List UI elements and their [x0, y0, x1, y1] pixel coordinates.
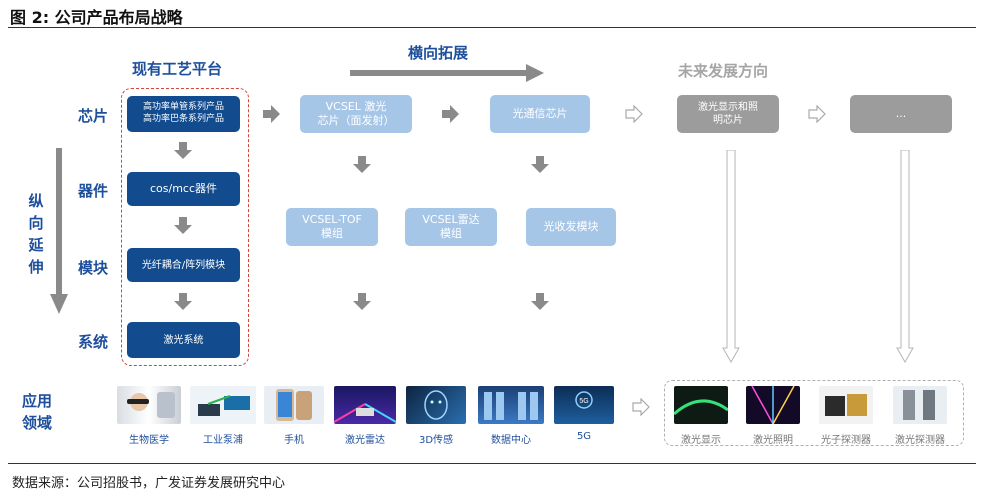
app-label-biomedical: 生物医学 — [129, 435, 169, 446]
right-arrow-icon — [442, 105, 459, 123]
app-label-5g: 5G — [576, 431, 592, 442]
future-app-label-lighting: 激光照明 — [753, 435, 793, 446]
long-down-arrow-outline-icon — [896, 150, 914, 364]
future-app-label-photon-detector: 光子探测器 — [821, 435, 871, 446]
right-arrow-icon — [263, 105, 280, 123]
down-arrow-icon — [531, 293, 549, 310]
app-label-data-center: 数据中心 — [491, 435, 531, 446]
vertical-extension-label: 纵向延伸 — [28, 192, 44, 276]
vcsel-chip-box: VCSEL 激光芯片（面发射） — [300, 95, 412, 133]
app-label-lidar: 激光雷达 — [345, 435, 385, 446]
figure-title: 图 2: 公司产品布局战略 — [10, 8, 183, 27]
future-direction-header: 未来发展方向 — [678, 62, 769, 80]
horizontal-expansion-header: 横向拓展 — [408, 44, 469, 62]
optical-chip-box: 光通信芯片 — [490, 95, 590, 133]
top-rule — [8, 27, 976, 28]
right-arrow-outline-icon — [632, 398, 650, 416]
down-arrow-icon — [353, 156, 371, 173]
laser-lighting-image — [746, 386, 800, 424]
down-arrow-icon — [174, 142, 192, 159]
future-app-label-laser-detector: 激光探测器 — [895, 435, 945, 446]
app-label-3d-sensing: 3D传感 — [418, 435, 454, 446]
row-label-chip: 芯片 — [78, 107, 109, 125]
5g-image: 5G — [554, 386, 614, 424]
row-label-system: 系统 — [78, 333, 109, 351]
phone-image — [264, 386, 324, 424]
3d-sensing-image — [406, 386, 466, 424]
biomedical-image — [117, 386, 181, 424]
app-label-phone: 手机 — [284, 435, 304, 446]
system-box: 激光系统 — [127, 322, 240, 358]
display-lighting-chip-box: 激光显示和照明芯片 — [677, 95, 779, 133]
source-note: 数据来源：公司招股书，广发证券发展研究中心 — [12, 476, 286, 491]
future-app-label-display: 激光显示 — [681, 435, 721, 446]
vcsel-radar-box: VCSEL雷达模组 — [405, 208, 497, 246]
down-arrow-icon — [353, 293, 371, 310]
bottom-rule — [8, 463, 976, 464]
long-down-arrow-outline-icon — [722, 150, 740, 364]
row-label-module: 模块 — [78, 259, 109, 277]
application-label: 应用领域 — [22, 392, 53, 432]
current-platform-frame — [121, 88, 249, 366]
lidar-image — [334, 386, 396, 424]
down-arrow-icon — [174, 217, 192, 234]
chip-product-box: 高功率单管系列产品高功率巴条系列产品 — [127, 96, 240, 132]
device-box: cos/mcc器件 — [127, 172, 240, 206]
app-label-industrial-pump: 工业泵浦 — [203, 435, 243, 446]
svg-text:5G: 5G — [579, 398, 588, 405]
transceiver-box: 光收发模块 — [526, 208, 616, 246]
future-applications-frame — [664, 380, 964, 446]
horizontal-arrow-icon — [350, 64, 544, 82]
down-arrow-icon — [174, 293, 192, 310]
right-arrow-outline-icon — [808, 105, 826, 123]
laser-detector-image — [893, 386, 947, 424]
more-future-box: ... — [850, 95, 952, 133]
vertical-arrow-icon — [50, 148, 68, 314]
current-platform-header: 现有工艺平台 — [132, 60, 223, 78]
down-arrow-icon — [531, 156, 549, 173]
industrial-pump-image — [190, 386, 256, 424]
laser-display-image — [674, 386, 728, 424]
right-arrow-outline-icon — [625, 105, 643, 123]
module-box: 光纤耦合/阵列模块 — [127, 248, 240, 282]
photon-detector-image — [819, 386, 873, 424]
data-center-image — [478, 386, 544, 424]
row-label-device: 器件 — [78, 182, 109, 200]
